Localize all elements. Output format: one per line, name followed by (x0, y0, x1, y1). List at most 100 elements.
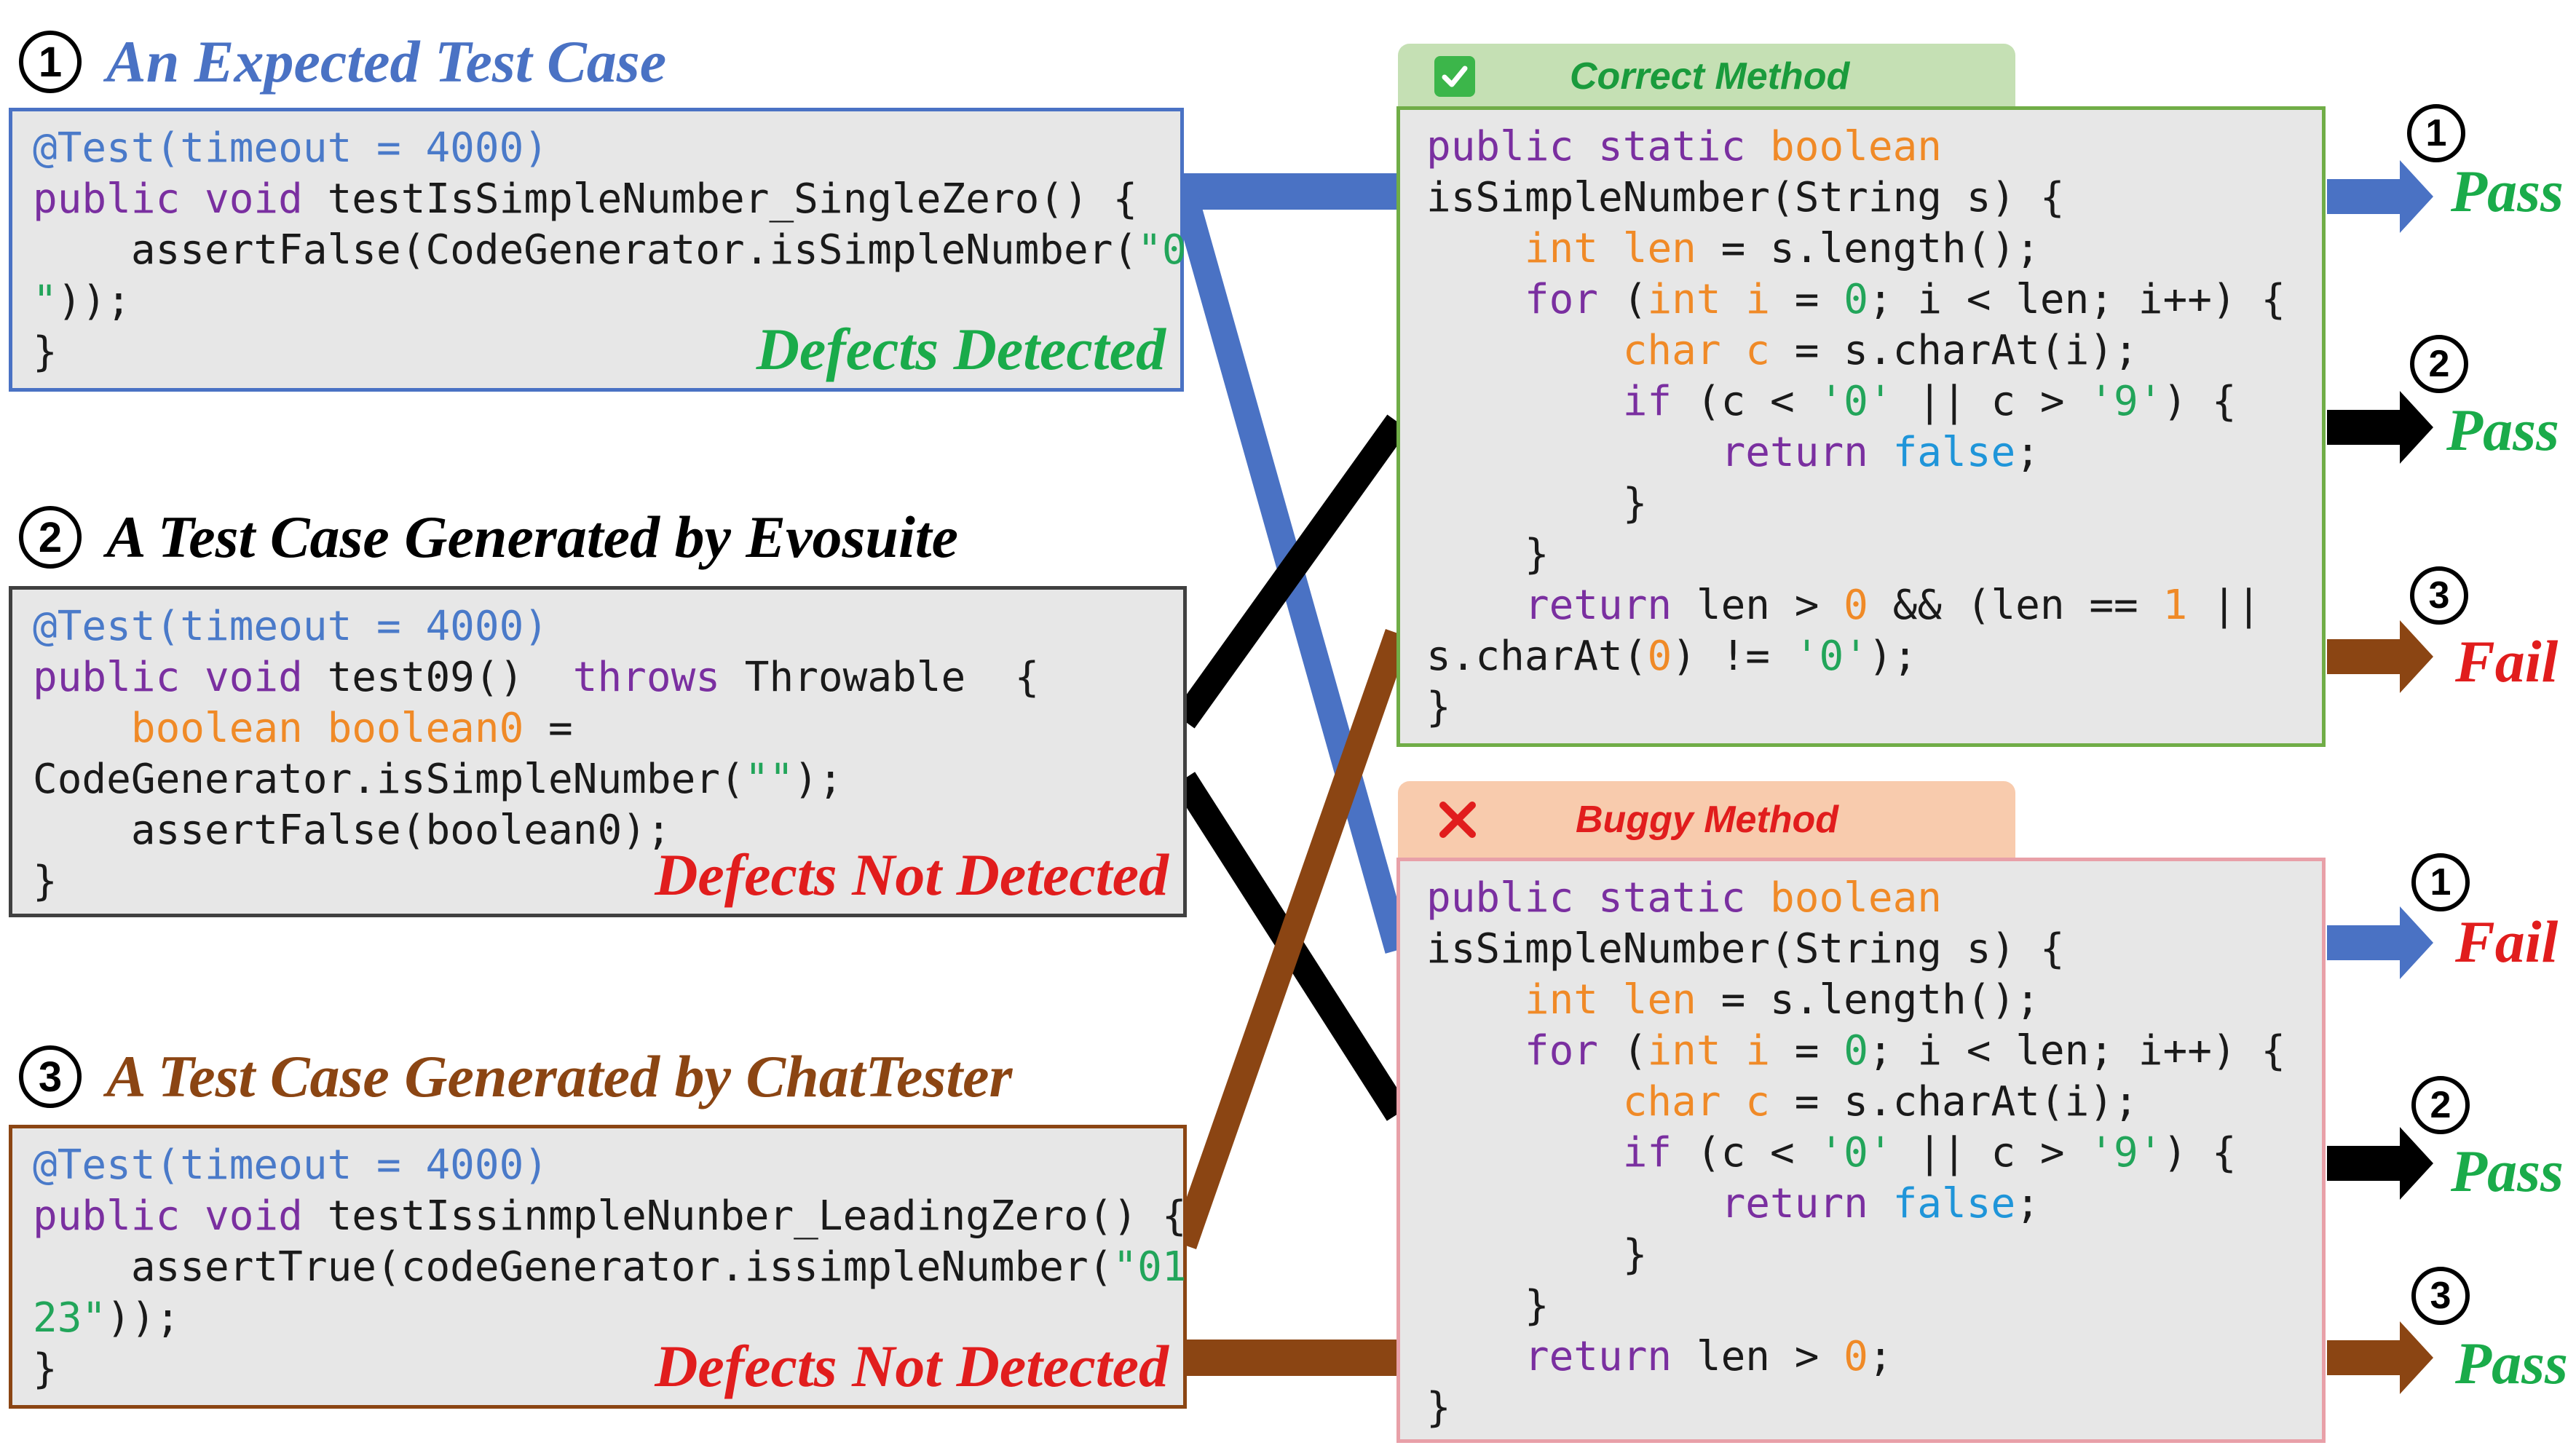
correct-l10-n2: 1 (2162, 582, 2188, 629)
correct-l6-c: ) { (2162, 378, 2237, 425)
test3-signature: testIssinmpleNunber_LeadingZero() { (302, 1192, 1187, 1240)
buggy-l6-c: ) { (2162, 1129, 2237, 1176)
correct-l6-b: || c > (1892, 378, 2090, 425)
test1-call-close: )); (57, 277, 131, 325)
correct-result1-text: Pass (2451, 158, 2564, 224)
check-mark-icon (1434, 56, 1475, 97)
buggy-method-label: Buggy Method (1576, 799, 1839, 841)
test3-assert-call: assertTrue(codeGenerator.issimpleNumber( (33, 1243, 1113, 1291)
buggy-l10-n1: 0 (1844, 1333, 1868, 1380)
buggy-result1-text: Fail (2455, 909, 2559, 975)
test3-number-badge: 3 (19, 1045, 82, 1108)
buggy-l7-false: false (1892, 1180, 2016, 1227)
buggy-l8: } (1622, 1231, 1648, 1278)
buggy-l5-type: char (1622, 1078, 1721, 1125)
test1-modifiers: public void (33, 175, 303, 223)
test3-code-box: @Test(timeout = 4000) public void testIs… (9, 1125, 1187, 1409)
buggy-l5-var: c (1745, 1078, 1771, 1125)
correct-l10-a: len > (1672, 582, 1844, 629)
correct-result3-badge: 3 (2410, 566, 2468, 625)
test1-title: An Expected Test Case (106, 28, 667, 95)
buggy-result3-badge: 3 (2411, 1267, 2470, 1325)
correct-l4-a: ( (1598, 276, 1648, 323)
buggy-l7-return: return (1720, 1180, 1868, 1227)
buggy-l4-num: 0 (1844, 1027, 1868, 1075)
connector-test2-correct (1173, 414, 1409, 729)
test1-string-part2: " (33, 277, 58, 325)
test2-assert: assertFalse(boolean0); (33, 807, 671, 854)
buggy-l6-if: if (1622, 1129, 1672, 1176)
buggy-l3-rest: = s.length(); (1696, 976, 2040, 1024)
correct-l6-s1: '0' (1819, 378, 1893, 425)
buggy-l10-return: return (1524, 1333, 1672, 1380)
correct-l1-modifiers: public static (1426, 123, 1746, 170)
buggy-l5-rest: = s.charAt(i); (1770, 1078, 2138, 1125)
buggy-result2-text: Pass (2451, 1138, 2564, 1204)
test2-call-close: ); (794, 756, 843, 803)
correct-l11-b: ) != (1672, 633, 1795, 680)
test1-number-badge: 1 (19, 31, 82, 93)
buggy-l4-b: = (1770, 1027, 1844, 1075)
correct-l4-num: 0 (1844, 276, 1868, 323)
test2-throwable: Throwable { (720, 654, 1040, 701)
correct-l4-var: i (1745, 276, 1771, 323)
correct-l11-a: s.charAt( (1426, 633, 1648, 680)
correct-l4-type: int (1647, 276, 1721, 323)
test2-assign: = (524, 705, 573, 752)
test1-close-brace: } (33, 328, 58, 376)
buggy-result2-arrow (2327, 1127, 2433, 1200)
correct-l3-var: len (1622, 225, 1696, 272)
test2-code-box: @Test(timeout = 4000) public void test09… (9, 586, 1187, 917)
correct-method-tab: Correct Method (1398, 44, 2015, 109)
correct-result3-arrow (2327, 620, 2433, 693)
buggy-l3-type: int (1524, 976, 1599, 1024)
correct-l3-type: int (1524, 225, 1599, 272)
correct-l10-c: || (2187, 582, 2261, 629)
correct-l3-rest: = s.length(); (1696, 225, 2040, 272)
buggy-l4-type: int (1647, 1027, 1721, 1075)
buggy-l10-b: ; (1868, 1333, 1893, 1380)
buggy-l11: } (1426, 1384, 1451, 1431)
cross-mark-icon (1434, 796, 1481, 843)
buggy-l1-type: boolean (1770, 874, 1943, 922)
correct-l7-end: ; (2015, 429, 2040, 476)
test3-call-close: )); (106, 1294, 181, 1342)
correct-result3-text: Fail (2455, 628, 2559, 695)
correct-l5-var: c (1745, 327, 1771, 374)
buggy-method-tab: Buggy Method (1398, 781, 2015, 858)
test2-verdict: Defects Not Detected (655, 842, 1169, 908)
correct-l10-return: return (1524, 582, 1672, 629)
test2-call: CodeGenerator.isSimpleNumber( (33, 756, 745, 803)
buggy-l3-var: len (1622, 976, 1696, 1024)
correct-l7-return: return (1720, 429, 1868, 476)
correct-l5-rest: = s.charAt(i); (1770, 327, 2138, 374)
correct-l11-n: 0 (1647, 633, 1672, 680)
correct-result1-arrow (2327, 160, 2433, 233)
correct-l4-b: = (1770, 276, 1844, 323)
test2-throws: throws (572, 654, 721, 701)
buggy-l2: isSimpleNumber(String s) { (1426, 925, 2065, 973)
buggy-l10-a: len > (1672, 1333, 1844, 1380)
test1-title-row: 1 An Expected Test Case (19, 31, 666, 93)
test1-string-part1: "0 (1137, 226, 1187, 274)
test2-signature: test09() (302, 654, 573, 701)
correct-l1-type: boolean (1770, 123, 1943, 170)
correct-l6-s2: '9' (2089, 378, 2163, 425)
buggy-l4-for: for (1524, 1027, 1599, 1075)
test1-signature: testIsSimpleNumber_SingleZero() { (302, 175, 1138, 223)
correct-l8: } (1622, 480, 1648, 527)
correct-l11-s: '0' (1794, 633, 1868, 680)
correct-l2: isSimpleNumber(String s) { (1426, 174, 2065, 221)
correct-l12: } (1426, 684, 1451, 731)
test2-type: boolean (130, 705, 303, 752)
buggy-l6-a: (c < (1672, 1129, 1820, 1176)
correct-l11-c: ); (1868, 633, 1918, 680)
test1-verdict: Defects Detected (756, 316, 1166, 382)
test3-title: A Test Case Generated by ChatTester (106, 1043, 1013, 1109)
test3-string-part2: 23" (33, 1294, 107, 1342)
test1-assert-call: assertFalse(CodeGenerator.isSimpleNumber… (33, 226, 1138, 274)
test3-annotation: @Test(timeout = 4000) (33, 1142, 549, 1189)
buggy-result1-arrow (2327, 906, 2433, 979)
test2-var: boolean0 (327, 705, 524, 752)
